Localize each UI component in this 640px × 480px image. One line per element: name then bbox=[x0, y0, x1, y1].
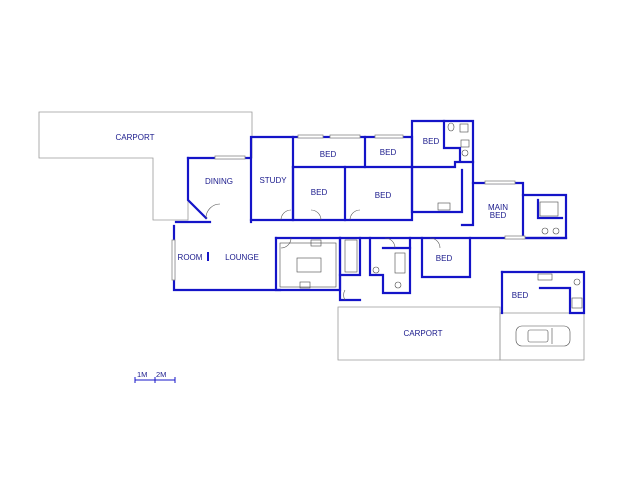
scale-bar: 1M 2M bbox=[134, 370, 176, 383]
label-bed-2: BED bbox=[380, 148, 397, 157]
car-icon bbox=[515, 325, 571, 347]
label-lounge: LOUNGE bbox=[225, 253, 259, 262]
room-marker bbox=[207, 252, 209, 261]
bath-fixtures bbox=[372, 122, 583, 309]
label-main-bed-1: MAIN bbox=[488, 203, 508, 212]
label-main-bed-2: BED bbox=[490, 211, 507, 220]
label-bed-1: BED bbox=[320, 150, 337, 159]
kitchen-fixtures bbox=[279, 239, 358, 289]
label-dining: DINING bbox=[205, 177, 233, 186]
label-bed-6: BED bbox=[436, 254, 453, 263]
label-room: ROOM bbox=[178, 253, 203, 262]
label-study: STUDY bbox=[259, 176, 287, 185]
label-bed-7: BED bbox=[512, 291, 529, 300]
label-carport-bottom: CARPORT bbox=[404, 329, 443, 338]
garage-outline bbox=[499, 312, 585, 361]
carport-top-outline bbox=[38, 111, 253, 221]
door-swings bbox=[205, 203, 441, 301]
label-bed-4: BED bbox=[311, 188, 328, 197]
scale-label-1m: 1M bbox=[137, 370, 147, 379]
label-bed-3: BED bbox=[423, 137, 440, 146]
label-bed-5: BED bbox=[375, 191, 392, 200]
label-carport-top: CARPORT bbox=[116, 133, 155, 142]
scale-label-2m: 2M bbox=[156, 370, 166, 379]
windows bbox=[171, 134, 526, 281]
